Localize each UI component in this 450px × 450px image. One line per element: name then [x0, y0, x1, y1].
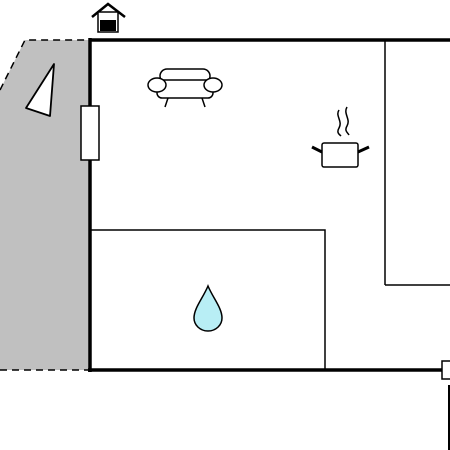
window-icon — [80, 105, 100, 161]
steam-right — [345, 106, 350, 136]
pot-handle-left — [311, 145, 323, 154]
terrace-area — [0, 40, 90, 370]
terrace-outline-dashed — [0, 39, 90, 91]
bathroom-walls — [89, 229, 326, 371]
pot-handle-right — [357, 145, 370, 154]
door-icon — [441, 360, 450, 450]
sofa-leg-left — [164, 97, 169, 108]
terrace — [0, 39, 90, 371]
door-frame — [441, 360, 450, 380]
water-drop-icon — [193, 284, 223, 332]
compass-arrow-icon — [25, 63, 55, 117]
bathroom — [89, 229, 326, 371]
sofa-arm-right — [203, 77, 223, 93]
sofa-icon — [147, 68, 223, 108]
house-door-fill — [100, 20, 116, 31]
adjacent-room — [384, 40, 450, 286]
cooking-pot-icon — [311, 106, 370, 168]
exterior-walls — [88, 38, 450, 372]
pot-body — [321, 142, 359, 168]
sofa-arm-left — [147, 77, 167, 93]
sofa-leg-right — [201, 97, 206, 108]
steam-left — [337, 109, 342, 137]
house-entrance-icon — [91, 2, 126, 33]
